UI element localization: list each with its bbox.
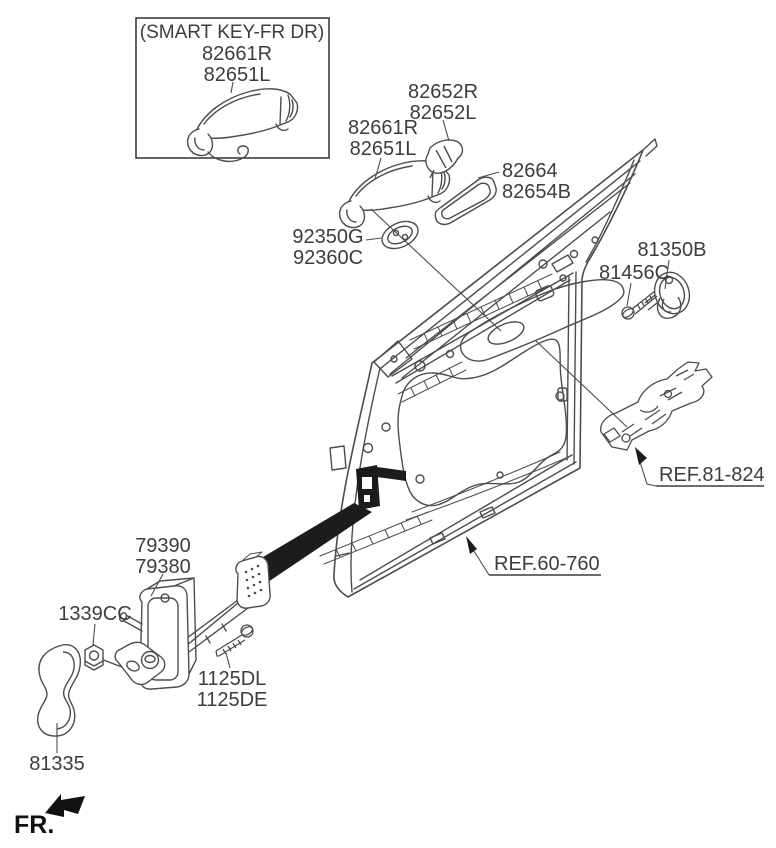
cover-part-number-1: 92350G (292, 226, 363, 248)
grip-part-number: 81335 (29, 753, 85, 775)
bolt-drawing (215, 624, 254, 657)
handle-cap-drawing (425, 139, 464, 179)
latch-ref-arrowhead (635, 447, 647, 465)
smart-key-part-number-2: 82651L (204, 64, 271, 86)
handle-pad-drawing (434, 176, 497, 226)
ref-latch-label: REF.81-824 (659, 464, 765, 486)
checker-part-number-2: 79380 (135, 556, 191, 578)
nut-part-number: 1339CC (58, 603, 131, 625)
cover-part-number-2: 92360C (293, 247, 363, 269)
door-latch-drawing (600, 361, 713, 451)
grip-handle-drawing (37, 644, 81, 737)
striker-screw-part-number: 81456C (599, 262, 669, 284)
nut-drawing (84, 644, 104, 671)
ref-body-label: REF.60-760 (494, 553, 600, 575)
front-direction-icon (45, 794, 85, 817)
handle-part-number-2: 82651L (350, 138, 417, 160)
bolt-part-number-2: 1125DE (197, 689, 268, 711)
door-panel-drawing (319, 138, 658, 598)
striker-drawing (644, 271, 691, 319)
cap-part-number-1: 82652R (408, 81, 478, 103)
reference-arrows (466, 447, 647, 554)
pad-part-number-1: 82664 (502, 160, 558, 182)
pad-part-number-2: 82654B (502, 181, 571, 203)
leader-lines (56, 81, 670, 753)
smart-key-handle-drawing (186, 88, 299, 163)
body-ref-arrowhead (466, 536, 477, 554)
door-checker-drawing (100, 551, 271, 690)
bolt-part-number-1: 1125DL (198, 668, 267, 690)
checker-part-number-1: 79390 (135, 535, 191, 557)
smart-key-box (135, 17, 330, 163)
smart-key-box-title: (SMART KEY-FR DR) (140, 22, 324, 43)
handle-part-number-1: 82661R (348, 117, 418, 139)
front-direction-label: FR. (14, 811, 54, 839)
labels: (SMART KEY-FR DR) 82661R 82651L 82652R 8… (14, 22, 765, 839)
smart-key-part-number-1: 82661R (202, 43, 272, 65)
door-checker-pointer (248, 465, 406, 582)
striker-screw-drawing (621, 290, 658, 320)
underlines (489, 485, 764, 576)
cap-part-number-2: 82652L (410, 102, 477, 124)
striker-part-number: 81350B (638, 239, 707, 261)
